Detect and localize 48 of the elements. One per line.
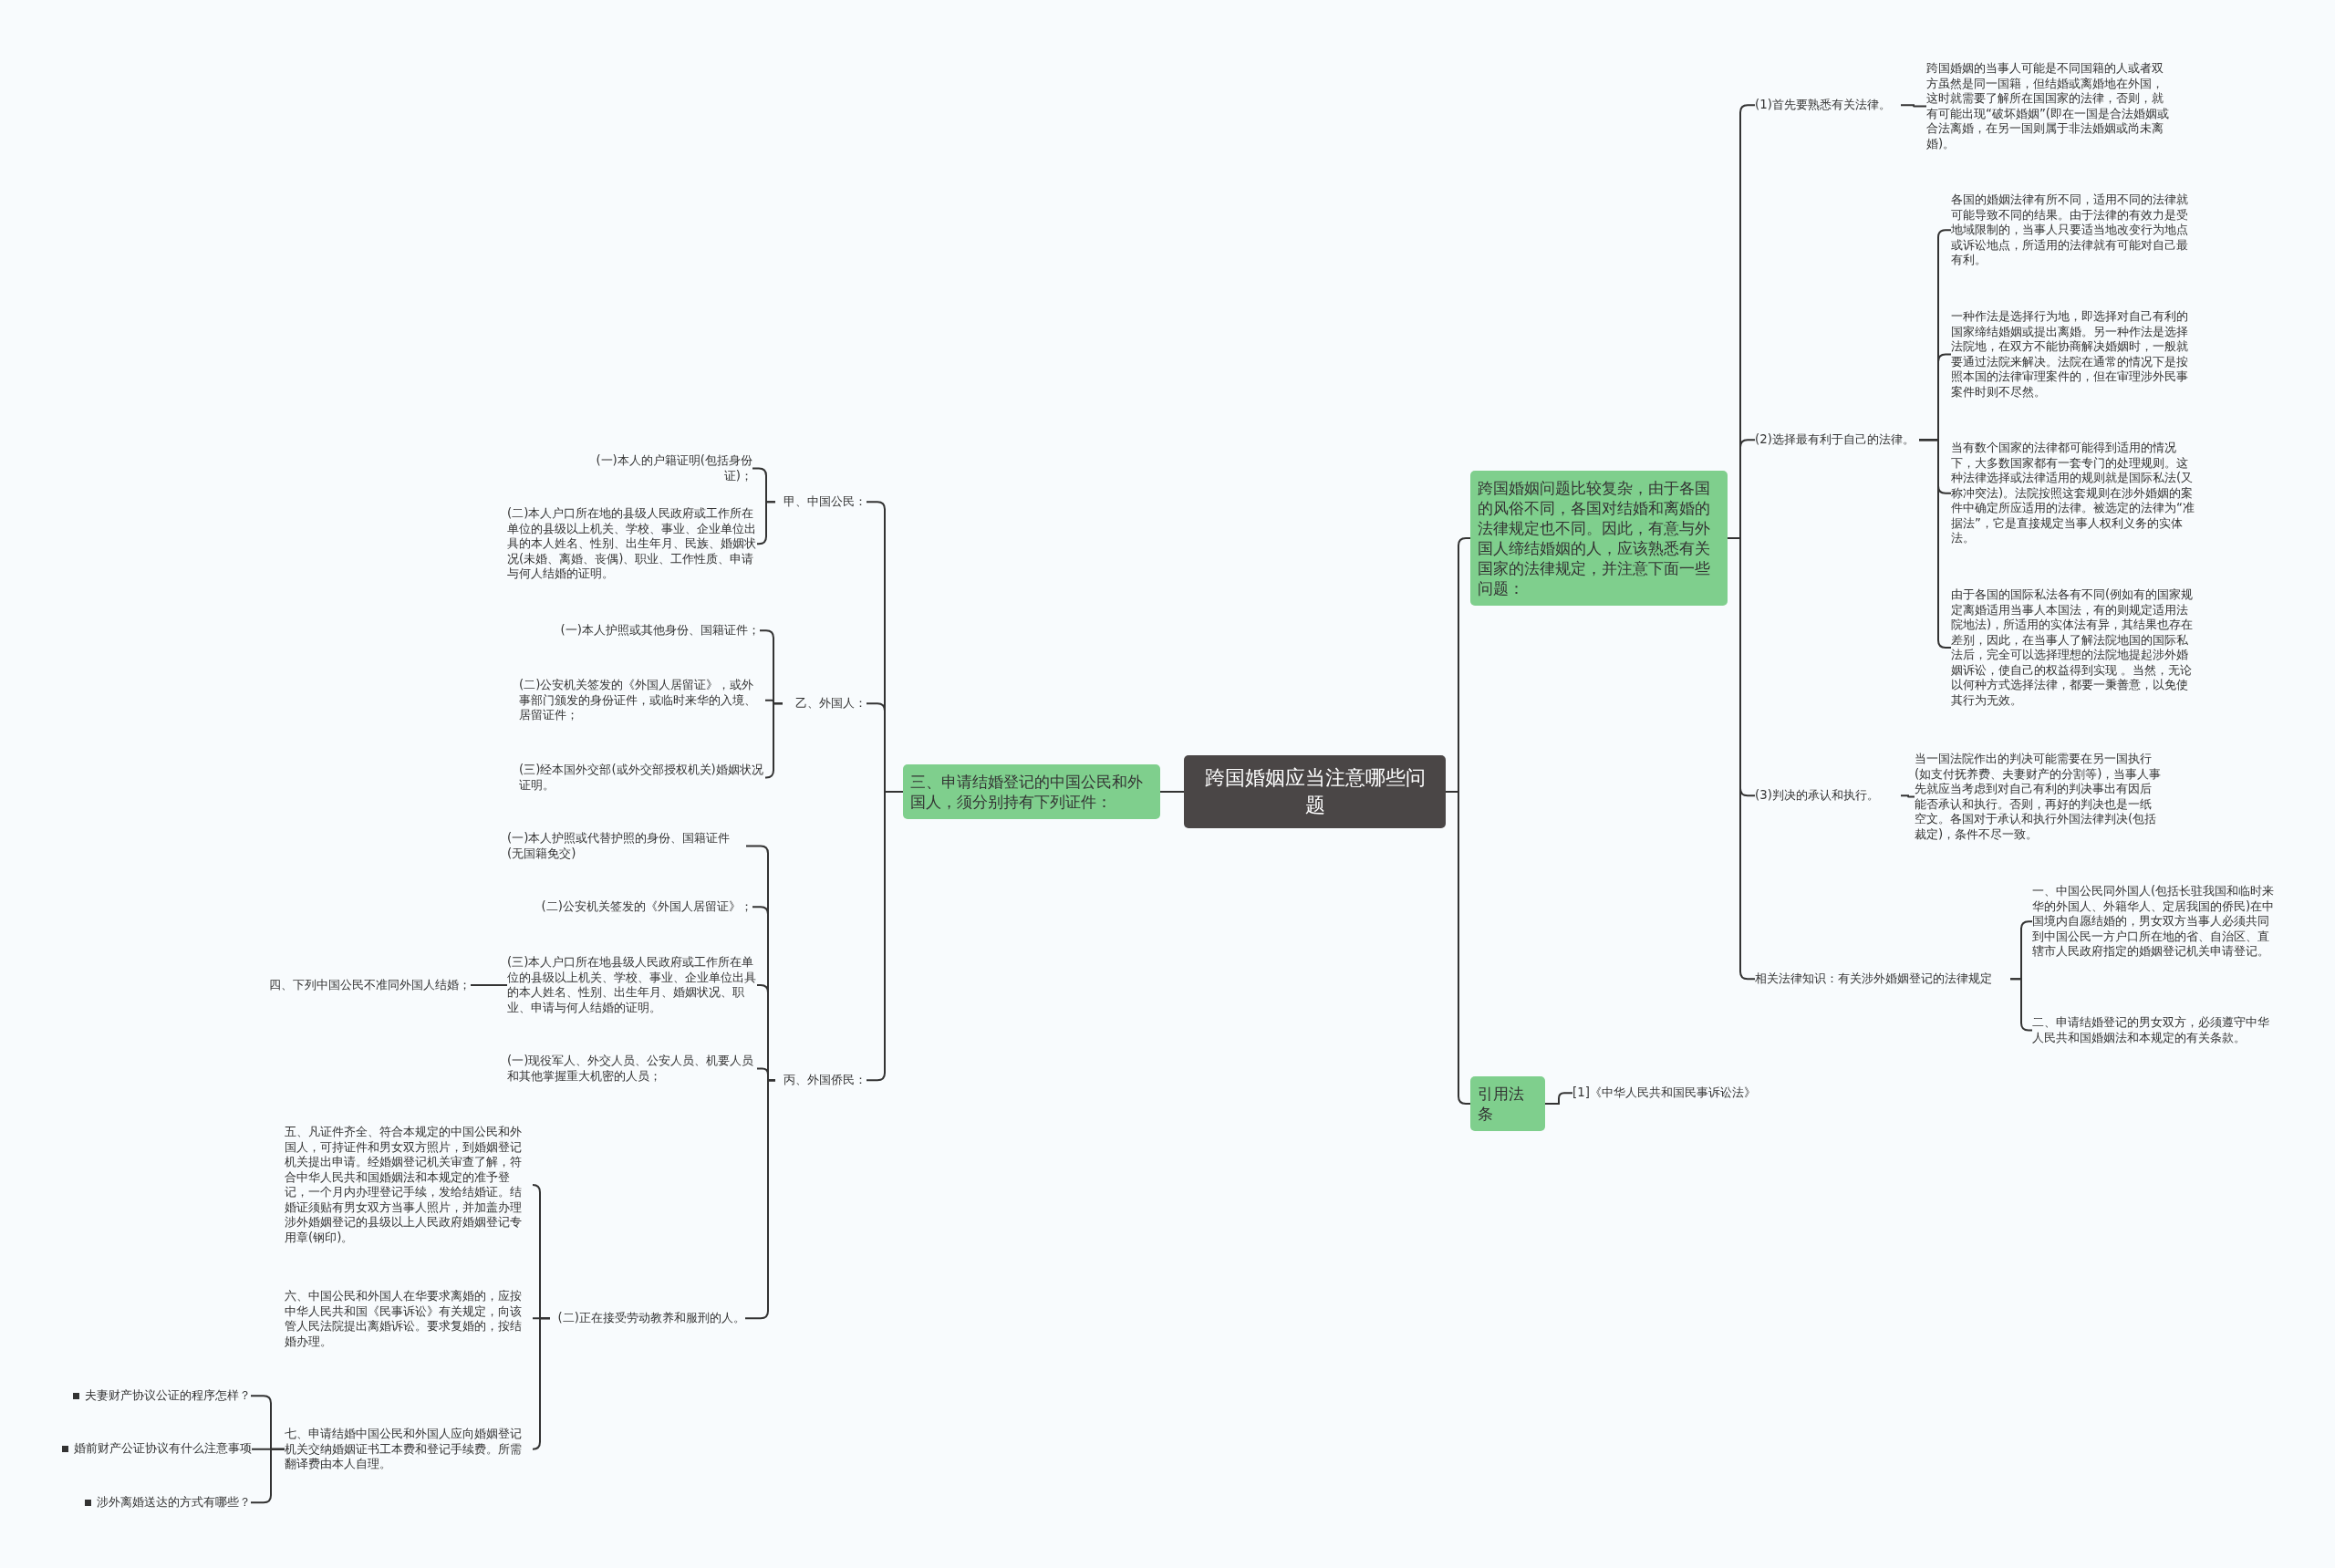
topic-text: 四、下列中国公民不准同外国人结婚；	[261, 978, 471, 993]
connector-line	[1159, 791, 1185, 793]
topic-text: 乙、外国人：	[783, 696, 867, 711]
topic-text: 丙、外国侨民：	[775, 1073, 867, 1088]
connector-line	[532, 1317, 551, 1450]
topic-text: (1)首先要熟悉有关法律。	[1755, 98, 1901, 113]
topic-text: (一)本人的户籍证明(包括身份证)；	[570, 453, 752, 483]
connector-line	[866, 791, 904, 1082]
connector-line	[1445, 791, 1471, 1105]
topic-text: (一)现役军人、外交人员、公安人员、机要人员和其他掌握重大机密的人员；	[507, 1054, 757, 1084]
topic-text: (二)公安机关签发的《外国人居留证》；	[534, 899, 752, 915]
connector-line	[1900, 104, 1927, 108]
topic-text: 跨国婚姻的当事人可能是不同国籍的人或者双方虽然是同一国籍，但结婚或离婚地在外国，这时就需要了解所在国国家的法律，否则，就有可能出现“破坏婚姻”(即在一国是合法婚姻或合法离婚，在另一国则属于非法婚姻或尚未离婚)。	[1926, 61, 2174, 151]
question-text: 婚前财产公证协议有什么注意事项	[74, 1441, 252, 1455]
topic-text: 六、中国公民和外国人在华要求离婚的，应按中华人民共和国《民事诉讼》有关规定，向该管人民法院提出离婚诉讼。要求复婚的，按结婚办理。	[285, 1289, 533, 1349]
topic-box: 三、申请结婚登记的中国公民和外国人，须分别持有下列证件：	[903, 764, 1160, 819]
central-topic-box: 跨国婚姻应当注意哪些问题	[1184, 755, 1446, 828]
topic-text: (二)本人户口所在地的县级人民政府或工作所在单位的县级以上机关、学校、事业、企业单位出具的本人姓名、性别、出生年月、民族、婚姻状况(未婚、离婚、丧偶)、职业、工作性质、申请与何人结婚的证明。	[507, 506, 757, 582]
question-text: 涉外离婚送达的方式有哪些？	[97, 1495, 251, 1509]
topic-text: 七、申请结婚中国公民和外国人应向婚姻登记机关交纳婚姻证书工本费和登记手续费。所需翻译费由本人自理。	[285, 1427, 533, 1472]
topic-text: 当一国法院作出的判决可能需要在另一国执行(如支付抚养费、夫妻财产的分割等)，当事人事先就应当考虑到对自己有利的判决事出有因后能否承认和执行。否则，再好的判决也是一纸空文。各国对于承认和执行外国法律判决(包括裁定)，条件不尽一致。	[1915, 752, 2163, 842]
topic-text: 一种作法是选择行为地，即选择对自己有利的国家缔结婚姻或提出离婚。另一种作法是选择法院地，在双方不能协商解决婚姻时，一般就要通过法院来解决。法院在通常的情况下是按照本国的法律审理案件的，但在审理涉外民事案件时则不尽然。	[1951, 309, 2199, 400]
connector-line	[1544, 1092, 1573, 1105]
question-text: 夫妻财产协议公证的程序怎样？	[85, 1388, 251, 1402]
connector-line	[2009, 978, 2033, 1032]
reference-text: [1]《中华人民共和国民事诉讼法》	[1572, 1085, 1791, 1101]
topic-text: (3)判决的承认和执行。	[1755, 788, 1901, 804]
topic-box: 跨国婚姻问题比较复杂，由于各国的风俗不同，各国对结婚和离婚的法律规定也不同。因此，有意与外国人缔结婚姻的人，应该熟悉有关国家的法律规定，并注意下面一些问题：	[1470, 471, 1728, 606]
connector-line	[764, 702, 784, 779]
topic-text: (一)本人护照或代替护照的身份、国籍证件(无国籍免交)	[507, 831, 746, 861]
topic-text: (三)本人户口所在地县级人民政府或工作所在单位的县级以上机关、学校、事业、企业单位出具的本人姓名、性别、出生年月、婚姻状况、职业、申请与何人结婚的证明。	[507, 955, 757, 1015]
topic-text: 二、申请结婚登记的男女双方，必须遵守中华人民共和国婚姻法和本规定的有关条款。	[2032, 1015, 2280, 1045]
topic-text: (2)选择最有利于自己的法律。	[1755, 432, 1919, 448]
connector-line	[1900, 794, 1915, 798]
topic-text: (一)本人护照或其他身份、国籍证件；	[541, 623, 760, 639]
topic-text: 相关法律知识：有关涉外婚姻登记的法律规定	[1755, 971, 2010, 987]
topic-box: 引用法条	[1470, 1076, 1545, 1131]
topic-text: 当有数个国家的法律都可能得到适用的情况下，大多数国家都有一套专门的处理规则。这种法律选择或法律适用的规则就是国际私法(又称冲突法)。法院按照这套规则在涉外婚姻的案件中确定所应适用的法律。被选定的法律为“准据法”，它是直接规定当事人权利义务的实体法。	[1951, 441, 2199, 546]
topic-text: 五、凡证件齐全、符合本规定的中国公民和外国人，可持证件和男女双方照片，到婚姻登记机关提出申请。经婚姻登记机关审查了解，符合中华人民共和国婚姻法和本规定的准予登记，一个月内办理登记手续，发给结婚证。结婚证须贴有男女双方当事人照片，并加盖办理涉外婚姻登记的县级以上人民政府婚姻登记专用章(钢印)。	[285, 1125, 533, 1245]
connector-line	[470, 984, 508, 986]
connector-line	[756, 501, 776, 545]
topic-text: 一、中国公民同外国人(包括长驻我国和临时来华的外国人、外籍华人、定居我国的侨民)在中国境内自愿结婚的，男女双方当事人必须共同到中国公民一方户口所在地的省、自治区、直辖市人民政府指定的婚姻登记机关申请登记。	[2032, 884, 2280, 960]
topic-text: (二)正在接受劳动教养和服刑的人。	[550, 1311, 745, 1326]
topic-text: (二)公安机关签发的《外国人居留证》，或外事部门颁发的身份证件，或临时来华的入境、居留证件；	[519, 678, 765, 723]
topic-text: 甲、中国公民：	[775, 494, 867, 510]
topic-text: (三)经本国外交部(或外交部授权机关)婚姻状况证明。	[519, 763, 765, 793]
topic-text: 由于各国的国际私法各有不同(例如有的国家规定离婚适用当事人本国法，有的则规定适用法院地法)，所适用的实体法有异，其结果也存在差别，因此，在当事人了解法院地国的国际私法后，完全可以选择理想的法院地提起涉外婚姻诉讼，使自己的权益得到实现 。当然，无论以何种方式选择法律，都要一秉善意，以免使其行为无效。	[1951, 587, 2199, 708]
topic-text: 各国的婚姻法律有所不同，适用不同的法律就可能导致不同的结果。由于法律的有效力是受地域限制的，当事人只要适当地改变行为地点或诉讼地点，所适用的法律就有可能对自己最有利。	[1951, 192, 2199, 268]
